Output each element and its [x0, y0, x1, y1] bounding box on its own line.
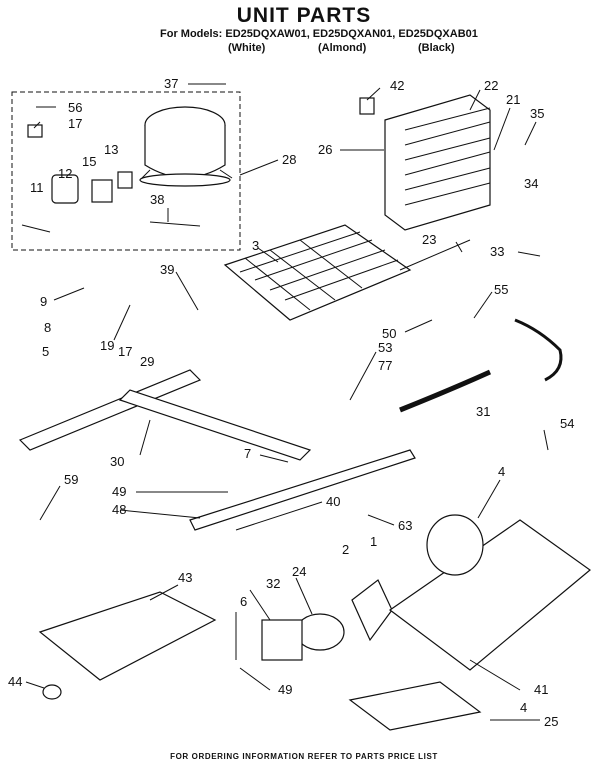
callout-15: 15 — [82, 154, 96, 169]
callout-8: 8 — [44, 320, 51, 335]
callout-26: 26 — [318, 142, 332, 157]
condenser-coil — [384, 94, 491, 231]
callout-4a: 4 — [498, 464, 505, 479]
evaporator-grid — [223, 224, 412, 321]
callout-37: 37 — [164, 76, 178, 91]
callout-9: 9 — [40, 294, 47, 309]
callout-77: 77 — [378, 358, 392, 373]
relay-part — [27, 124, 43, 138]
callout-33: 33 — [490, 244, 504, 259]
frame-rail-rear — [189, 449, 416, 531]
page-title: UNIT PARTS — [236, 4, 372, 27]
callout-53: 53 — [378, 340, 392, 355]
variant-white: (White) — [228, 42, 266, 54]
callout-25: 25 — [544, 714, 558, 729]
frame-cross-member — [118, 389, 312, 461]
callout-17a: 17 — [68, 116, 82, 131]
callout-43: 43 — [178, 570, 192, 585]
callout-4b: 4 — [520, 700, 527, 715]
callout-30: 30 — [110, 454, 124, 469]
callout-49a: 49 — [112, 484, 126, 499]
callout-5: 5 — [42, 344, 49, 359]
callout-22: 22 — [484, 78, 498, 93]
drain-pan — [348, 681, 482, 731]
callout-38: 38 — [150, 192, 164, 207]
models-line: For Models: ED25DQXAW01, ED25DQXAN01, ED… — [160, 28, 478, 40]
leveling-leg — [42, 684, 62, 700]
callout-56: 56 — [68, 100, 82, 115]
callout-24: 24 — [292, 564, 306, 579]
callout-54: 54 — [560, 416, 574, 431]
bracket-part — [359, 97, 375, 115]
clip-part — [117, 171, 133, 189]
callout-6: 6 — [240, 594, 247, 609]
callout-2: 2 — [342, 542, 349, 557]
variant-almond: (Almond) — [318, 42, 367, 54]
leader-lines — [25, 83, 549, 721]
fan-shroud-opening — [426, 514, 484, 576]
motor-bracket — [261, 619, 303, 661]
overload-part — [51, 174, 79, 204]
callout-48: 48 — [112, 502, 126, 517]
callout-35: 35 — [530, 106, 544, 121]
callout-28: 28 — [282, 152, 296, 167]
callout-32: 32 — [266, 576, 280, 591]
callout-41: 41 — [534, 682, 548, 697]
callout-21: 21 — [506, 92, 520, 107]
variant-black: (Black) — [418, 42, 455, 54]
terminal-block — [91, 179, 113, 203]
compressor-group-box — [11, 91, 241, 251]
callout-42: 42 — [390, 78, 404, 93]
callout-63: 63 — [398, 518, 412, 533]
fan-blade — [351, 579, 393, 642]
callout-12: 12 — [58, 166, 72, 181]
callout-55: 55 — [494, 282, 508, 297]
callout-31: 31 — [476, 404, 490, 419]
callout-23: 23 — [422, 232, 436, 247]
callout-17b: 17 — [118, 344, 132, 359]
callout-3: 3 — [252, 238, 259, 253]
callout-13: 13 — [104, 142, 118, 157]
callout-34: 34 — [524, 176, 538, 191]
footer-note: FOR ORDERING INFORMATION REFER TO PARTS … — [170, 752, 438, 761]
callout-49b: 49 — [278, 682, 292, 697]
callout-39: 39 — [160, 262, 174, 277]
callout-40: 40 — [326, 494, 340, 509]
callout-7: 7 — [244, 446, 251, 461]
callout-29: 29 — [140, 354, 154, 369]
callout-1: 1 — [370, 534, 377, 549]
fan-motor — [295, 613, 345, 651]
callout-11: 11 — [30, 180, 44, 195]
compressor-drawing — [139, 106, 233, 187]
callout-19: 19 — [100, 338, 114, 353]
access-panel — [38, 591, 217, 681]
callout-59: 59 — [64, 472, 78, 487]
callout-44: 44 — [8, 674, 22, 689]
base-pan — [388, 519, 591, 671]
callout-50: 50 — [382, 326, 396, 341]
